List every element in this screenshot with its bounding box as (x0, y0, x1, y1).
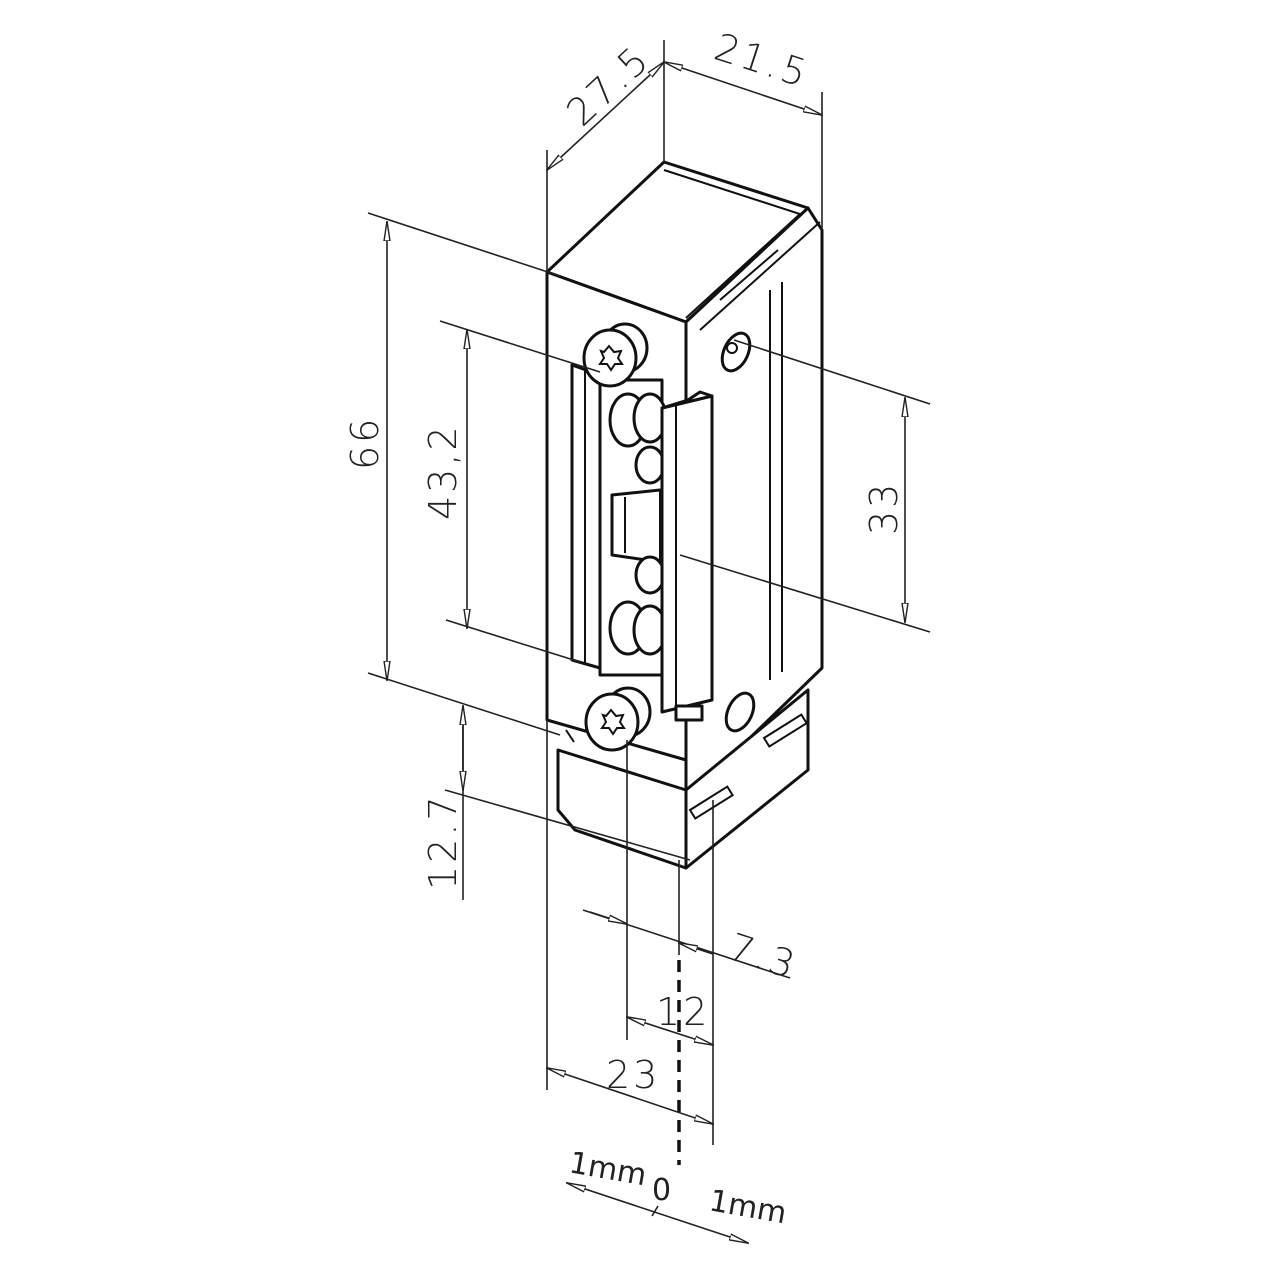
vent-slot (762, 713, 808, 748)
dim-right-offset: 33 (862, 481, 906, 535)
roller-top (608, 392, 668, 485)
roller-bottom (608, 555, 668, 656)
dim-faceplate-width: 23 (606, 1053, 660, 1097)
dim-latch-length: 43,2 (421, 423, 465, 520)
bottom-side (684, 688, 810, 870)
latch-tongue (660, 394, 714, 714)
dimension-lines (367, 40, 931, 1243)
scale-right-label: 1mm (707, 1183, 789, 1231)
bottom-housing (556, 748, 688, 870)
top-mounting-screw-icon (582, 322, 649, 388)
scale-center-label: 0 (652, 1173, 671, 1208)
dim-height-total: 66 (343, 416, 387, 470)
vent-slot (688, 785, 734, 820)
dim-latch-width: 12 (656, 990, 710, 1034)
dim-latch-offset: 7.3 (723, 925, 803, 988)
dim-bottom-height: 12.7 (421, 793, 465, 890)
dim-width-top: 21.5 (709, 25, 814, 97)
bottom-mounting-screw-icon (584, 686, 652, 752)
side-adjust-screw-bottom-icon (724, 691, 756, 733)
strike-body (545, 160, 824, 870)
dim-depth: 27.5 (558, 37, 659, 135)
tongue-foot (674, 704, 704, 722)
